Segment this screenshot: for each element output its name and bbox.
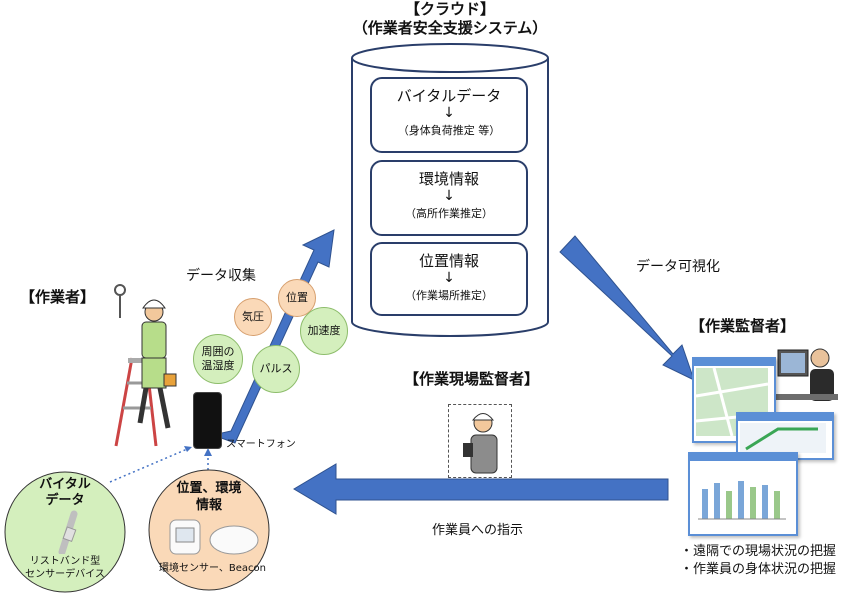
vital-data-label: バイタルデータ xyxy=(396,87,502,105)
site-supervisor-image xyxy=(448,404,512,478)
smartphone-label: スマートフォン xyxy=(226,439,296,450)
down-arrow-icon: ↓ xyxy=(443,188,455,204)
visualization-arrow xyxy=(559,235,695,381)
wristband-sensor-icon xyxy=(58,510,78,554)
site-supervisor-label: 【作業現場監督者】 xyxy=(404,370,540,388)
vital-data-box: バイタルデータ ↓ （身体負荷推定 等） xyxy=(370,77,528,153)
monitor-chart-screen xyxy=(688,452,798,536)
pulse-bubble: パルス xyxy=(252,345,300,393)
cloud-subtitle: （作業者安全支援システム） xyxy=(352,19,548,37)
vital-device-label-2: センサーデバイス xyxy=(25,569,105,580)
down-arrow-icon: ↓ xyxy=(443,270,455,286)
temp-humidity-bubble: 周囲の 温湿度 xyxy=(193,334,243,384)
data-collection-label: データ収集 xyxy=(186,268,256,284)
instruction-label: 作業員への指示 xyxy=(432,523,524,538)
worker-on-ladder-illustration xyxy=(114,284,177,447)
env-info-sub: （高所作業推定） xyxy=(405,207,493,220)
vital-circle-title-1: バイタル xyxy=(39,477,91,492)
cloud-title: 【クラウド】 xyxy=(404,0,495,18)
vital-circle-title-2: データ xyxy=(45,493,85,508)
smartphone-icon xyxy=(193,392,222,449)
env-info-label: 環境情報 xyxy=(418,170,479,188)
position-info-label: 位置情報 xyxy=(418,252,479,270)
pressure-bubble: 気圧 xyxy=(234,298,272,336)
vital-device-label-1: リストバンド型 xyxy=(29,556,101,567)
env-device-label: 環境センサー、Beacon xyxy=(159,563,266,574)
visualization-label: データ可視化 xyxy=(636,259,720,275)
supervisor-bullet-worker-status: ・作業員の身体状況の把握 xyxy=(680,562,837,577)
instruction-arrow xyxy=(293,463,669,515)
bar-graph-icon xyxy=(698,481,786,520)
env-circle-title-2: 情報 xyxy=(195,498,222,513)
position-info-box: 位置情報 ↓ （作業場所推定） xyxy=(370,242,528,316)
env-sensor-beacon-icon xyxy=(169,519,259,555)
position-info-sub: （作業場所推定） xyxy=(405,289,493,302)
env-info-box: 環境情報 ↓ （高所作業推定） xyxy=(370,160,528,236)
env-circle-title-1: 位置、環境 xyxy=(176,481,242,496)
floor-plan-icon xyxy=(740,423,826,453)
site-supervisor-icon xyxy=(463,413,498,474)
vital-link-dotted xyxy=(109,446,193,483)
supervisor-bullet-remote: ・遠隔での現場状況の把握 xyxy=(680,544,837,559)
acceleration-bubble: 加速度 xyxy=(300,307,348,355)
down-arrow-icon: ↓ xyxy=(443,105,455,121)
supervisor-label: 【作業監督者】 xyxy=(690,317,796,335)
worker-label: 【作業者】 xyxy=(20,288,96,306)
env-info-circle xyxy=(148,469,270,591)
vital-data-sub: （身体負荷推定 等） xyxy=(397,124,501,137)
supervisor-at-desk-illustration xyxy=(776,348,838,401)
